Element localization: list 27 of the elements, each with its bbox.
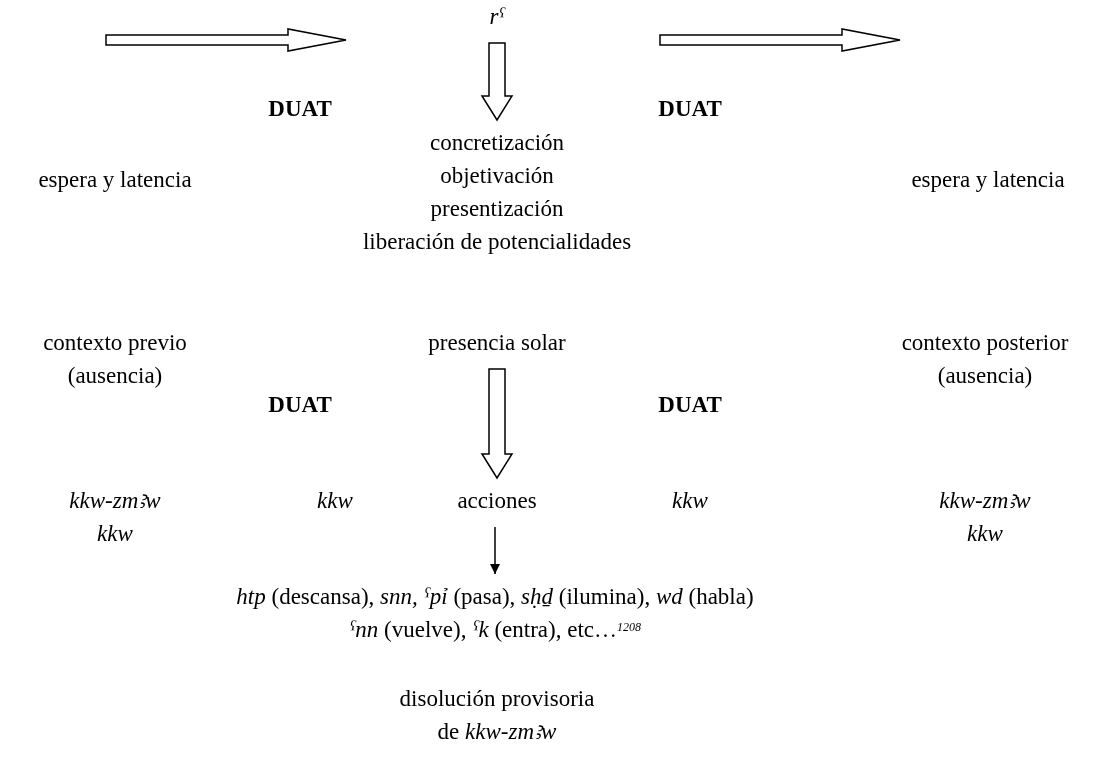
node-text: concretización [429, 129, 565, 157]
text-label: DUAT [657, 391, 723, 419]
text-label: kkw [966, 520, 1004, 548]
text-label: contexto previo (ausencia) [42, 329, 188, 390]
text-label: espera y latencia [37, 166, 193, 194]
node-text: htp (descansa), snn, ˁpỉ (pasa), sḥḏ (ilumina), wd (habla) [236, 583, 754, 611]
text-label: contexto posterior (ausencia) [900, 329, 1070, 390]
node-text: acciones [457, 487, 537, 515]
text-label: kkw [96, 520, 134, 548]
arrow [490, 526, 500, 575]
node-text: objetivación [440, 162, 554, 190]
text-label: kkw [671, 487, 709, 515]
text-label: DUAT [267, 391, 333, 419]
node-text: ˁnn (vuelve), ˁk (entra), etc…$^{1208}$ [349, 616, 641, 644]
text-label: DUAT [657, 95, 723, 123]
text-label: kkw-zmꜣw [68, 487, 162, 515]
text-label: espera y latencia [910, 166, 1066, 194]
node-text: rˁ [489, 3, 505, 31]
node-text: presencia solar [428, 329, 566, 357]
text-label: DUAT [267, 95, 333, 123]
block-arrow [480, 42, 514, 122]
node-text: presentización [430, 195, 564, 223]
node-text: liberación de potencialidades [362, 228, 632, 256]
text-label: kkw-zmꜣw [938, 487, 1032, 515]
text-label: disolución provisoria de kkw-zmꜣw [398, 685, 596, 746]
block-arrow [480, 368, 514, 480]
text-label: kkw [316, 487, 354, 515]
